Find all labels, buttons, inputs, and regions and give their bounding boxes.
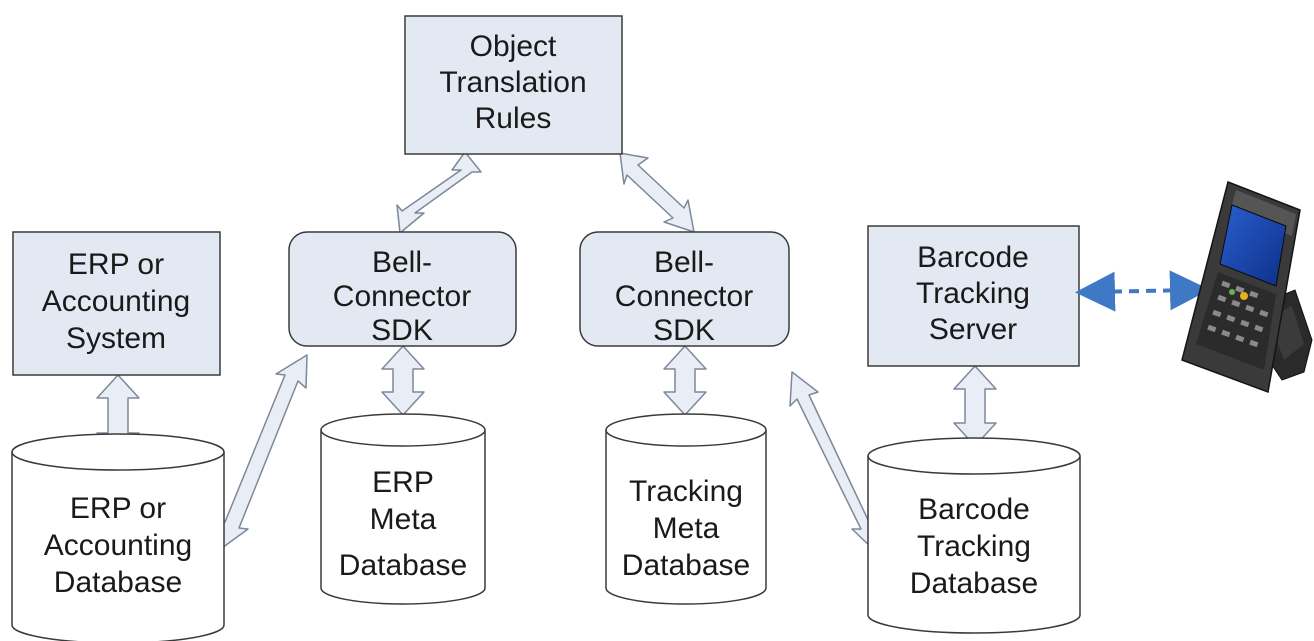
- tracking-meta-db-cylinder: Tracking Meta Database: [605, 413, 767, 605]
- barcode-db-line3: Database: [910, 567, 1038, 600]
- barcode-server-line2: Tracking: [916, 277, 1030, 310]
- sdk-left-line2: Connector: [333, 280, 471, 313]
- erp-meta-db-line3: Database: [339, 549, 467, 582]
- barcode-db-line1: Barcode: [918, 493, 1030, 526]
- barcode-db-line2: Tracking: [917, 530, 1031, 563]
- erp-db-line3: Database: [54, 566, 182, 599]
- arrow-rules-sdk-right: [619, 152, 695, 233]
- rules-line3: Rules: [475, 102, 552, 135]
- arrow-sdk-right-meta: [663, 345, 707, 416]
- erp-meta-db-line1: ERP: [372, 466, 434, 499]
- barcode-server-line1: Barcode: [917, 241, 1029, 274]
- sdk-left-box: Bell- Connector SDK: [288, 231, 517, 347]
- tracking-meta-db-line3: Database: [622, 549, 750, 582]
- barcode-db-cylinder: Barcode Tracking Database: [867, 437, 1081, 634]
- sdk-right-line2: Connector: [615, 280, 753, 313]
- erp-system-box: ERP or Accounting System: [12, 231, 221, 376]
- connector-arrows: [96, 151, 997, 551]
- handheld-scanner-image: [1181, 180, 1313, 394]
- erp-system-line1: ERP or: [68, 248, 164, 281]
- erp-db-line2: Accounting: [44, 529, 192, 562]
- arrow-rules-sdk-left: [396, 151, 482, 234]
- barcode-server-box: Barcode Tracking Server: [867, 225, 1080, 367]
- arrow-sdk-right-barcode-db: [789, 371, 876, 551]
- sdk-right-line3: SDK: [653, 314, 715, 347]
- rules-line1: Object: [470, 30, 557, 63]
- erp-db-cylinder: ERP or Accounting Database: [11, 433, 225, 641]
- arrow-sdk-left-erp-db: [216, 354, 308, 549]
- sdk-left-line1: Bell-: [372, 246, 432, 279]
- erp-meta-db-line2: Meta: [370, 503, 437, 536]
- erp-meta-db-cylinder: ERP Meta Database: [320, 413, 486, 605]
- sdk-left-line3: SDK: [371, 314, 433, 347]
- rules-line2: Translation: [439, 66, 586, 99]
- sdk-right-line1: Bell-: [654, 246, 714, 279]
- arrow-sdk-left-meta: [381, 345, 425, 416]
- tracking-meta-db-line1: Tracking: [629, 475, 743, 508]
- wireless-link-arrow: [1075, 270, 1210, 312]
- rules-box: Object Translation Rules: [404, 15, 623, 155]
- tracking-meta-db-line2: Meta: [653, 512, 720, 545]
- arrow-server-db: [953, 365, 997, 447]
- erp-system-line3: System: [66, 322, 166, 355]
- erp-system-line2: Accounting: [42, 285, 190, 318]
- sdk-right-box: Bell- Connector SDK: [579, 231, 790, 347]
- erp-db-line1: ERP or: [70, 492, 166, 525]
- barcode-server-line3: Server: [929, 313, 1017, 346]
